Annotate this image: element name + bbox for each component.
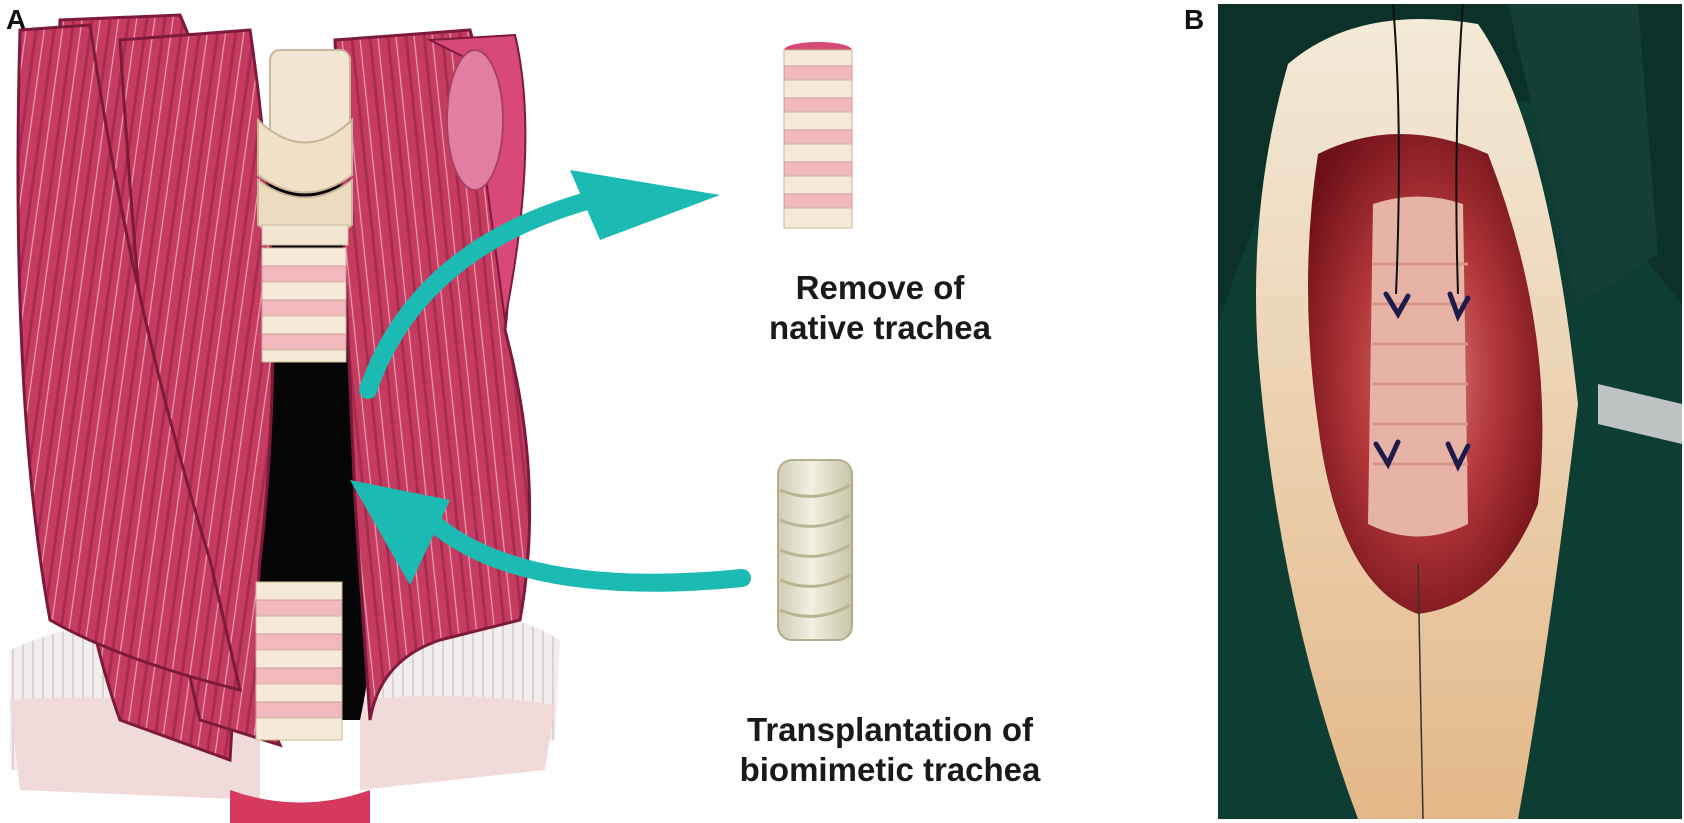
caption-remove-native-trachea: Remove of native trachea (700, 268, 1060, 348)
caption-transplant-line2: biomimetic trachea (739, 751, 1041, 788)
insert-arrow (350, 480, 751, 592)
panel-letter-a: A (6, 4, 27, 35)
panel-a-illustration (10, 13, 853, 823)
remove-arrow (359, 170, 720, 399)
caption-remove-line1: Remove of (795, 269, 965, 306)
caption-transplant-line1: Transplantation of (746, 711, 1033, 748)
caption-transplant-biomimetic-trachea: Transplantation of biomimetic trachea (660, 710, 1120, 790)
panel-b-surgical-photo (1218, 4, 1682, 819)
left-neck-muscles (16, 13, 283, 763)
larynx (257, 49, 353, 246)
lower-trachea-rings (255, 581, 343, 741)
panel-letter-b: B (1184, 4, 1205, 35)
caption-remove-line2: native trachea (769, 309, 991, 346)
upper-trachea-rings (261, 247, 347, 363)
native-trachea-segment (783, 42, 853, 229)
biomimetic-scaffold (777, 459, 853, 641)
